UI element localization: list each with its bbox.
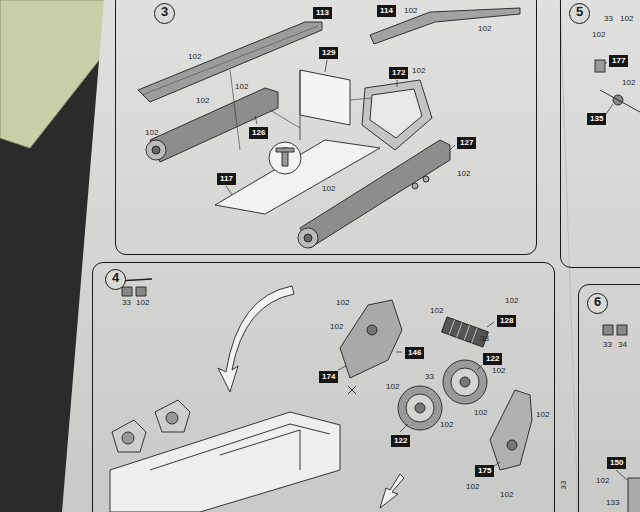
- step-number: 4: [105, 269, 126, 290]
- part-number-tag: 117: [217, 173, 236, 185]
- part-number: 129: [322, 48, 335, 58]
- paint-code: 102: [336, 298, 349, 308]
- part-number: 150: [610, 458, 623, 468]
- paint-code: 33: [122, 298, 131, 308]
- step-panel: 4 128 122 146 174 122 175: [92, 262, 555, 512]
- part-number-tag: 122: [483, 353, 502, 365]
- part-number: 174: [322, 372, 335, 382]
- paint-code: 102: [536, 410, 549, 420]
- step-3-parts: [138, 8, 520, 248]
- paper-sheet: [62, 0, 640, 512]
- paint-code: 102: [196, 96, 209, 106]
- paint-code: 102: [386, 382, 399, 392]
- part-number: 146: [408, 348, 421, 358]
- paint-code: 133: [606, 498, 619, 508]
- paint-code: 102: [430, 306, 443, 316]
- paint-code: 33: [559, 481, 569, 490]
- paint-code: 102: [457, 169, 470, 179]
- paint-code: 33: [480, 334, 489, 344]
- step-number: 5: [569, 3, 590, 24]
- part-number: 177: [612, 56, 625, 66]
- paint-code: 102: [404, 6, 417, 16]
- paint-code: 33: [604, 14, 613, 24]
- part-number-tag: 172: [389, 67, 408, 79]
- part-number-tag: 126: [249, 127, 268, 139]
- page-fold: [560, 0, 578, 512]
- part-number: 135: [590, 114, 603, 124]
- paint-code: 102: [505, 296, 518, 306]
- part-number-tag: 114: [377, 5, 396, 17]
- part-number-tag: 129: [319, 47, 338, 59]
- part-number-tag: 146: [405, 347, 424, 359]
- paint-code: 102: [322, 184, 335, 194]
- paint-code: 102: [412, 66, 425, 76]
- paint-code: 102: [620, 14, 633, 24]
- step-number: 3: [154, 3, 175, 24]
- paint-code: 102: [596, 476, 609, 486]
- part-number: 122: [486, 354, 499, 364]
- side-step-parts: [595, 60, 640, 512]
- part-number-tag: 135: [587, 113, 606, 125]
- paint-code: 102: [188, 52, 201, 62]
- paint-code: 102: [440, 420, 453, 430]
- paint-code: 102: [500, 490, 513, 500]
- part-number: 122: [394, 436, 407, 446]
- leader-lines: [226, 60, 627, 480]
- part-number-tag: 127: [457, 137, 476, 149]
- paint-code: 33: [603, 340, 612, 350]
- step-panel: 3 114 113 129 172 126 127 117: [115, 0, 537, 255]
- part-number: 175: [478, 466, 491, 476]
- paint-code: 102: [466, 482, 479, 492]
- part-number: 113: [316, 8, 329, 18]
- part-number-tag: 122: [391, 435, 410, 447]
- part-number: 128: [500, 316, 513, 326]
- step-number: 6: [587, 293, 608, 314]
- part-number: 126: [252, 128, 265, 138]
- paint-code: 102: [136, 298, 149, 308]
- part-number: 114: [380, 6, 393, 16]
- part-number-tag: 113: [313, 7, 332, 19]
- part-number: 127: [460, 138, 473, 148]
- paint-code: 102: [474, 408, 487, 418]
- paint-code: 34: [618, 340, 627, 350]
- step-4-parts: [110, 279, 532, 512]
- part-number-tag: 177: [609, 55, 628, 67]
- part-number-tag: 174: [319, 371, 338, 383]
- paint-code: 102: [145, 128, 158, 138]
- part-number-tag: 128: [497, 315, 516, 327]
- paint-code: 102: [622, 78, 635, 88]
- part-number-tag: 175: [475, 465, 494, 477]
- paint-code: 102: [478, 24, 491, 34]
- paint-code: 102: [235, 82, 248, 92]
- paint-code: 102: [330, 322, 343, 332]
- part-number-tag: 150: [607, 457, 626, 469]
- part-number: 172: [392, 68, 405, 78]
- paint-code: 102: [592, 30, 605, 40]
- part-number: 117: [220, 174, 233, 184]
- paint-code: 102: [492, 366, 505, 376]
- paint-code: 33: [425, 372, 434, 382]
- step-panel: 5 177 135: [560, 0, 640, 268]
